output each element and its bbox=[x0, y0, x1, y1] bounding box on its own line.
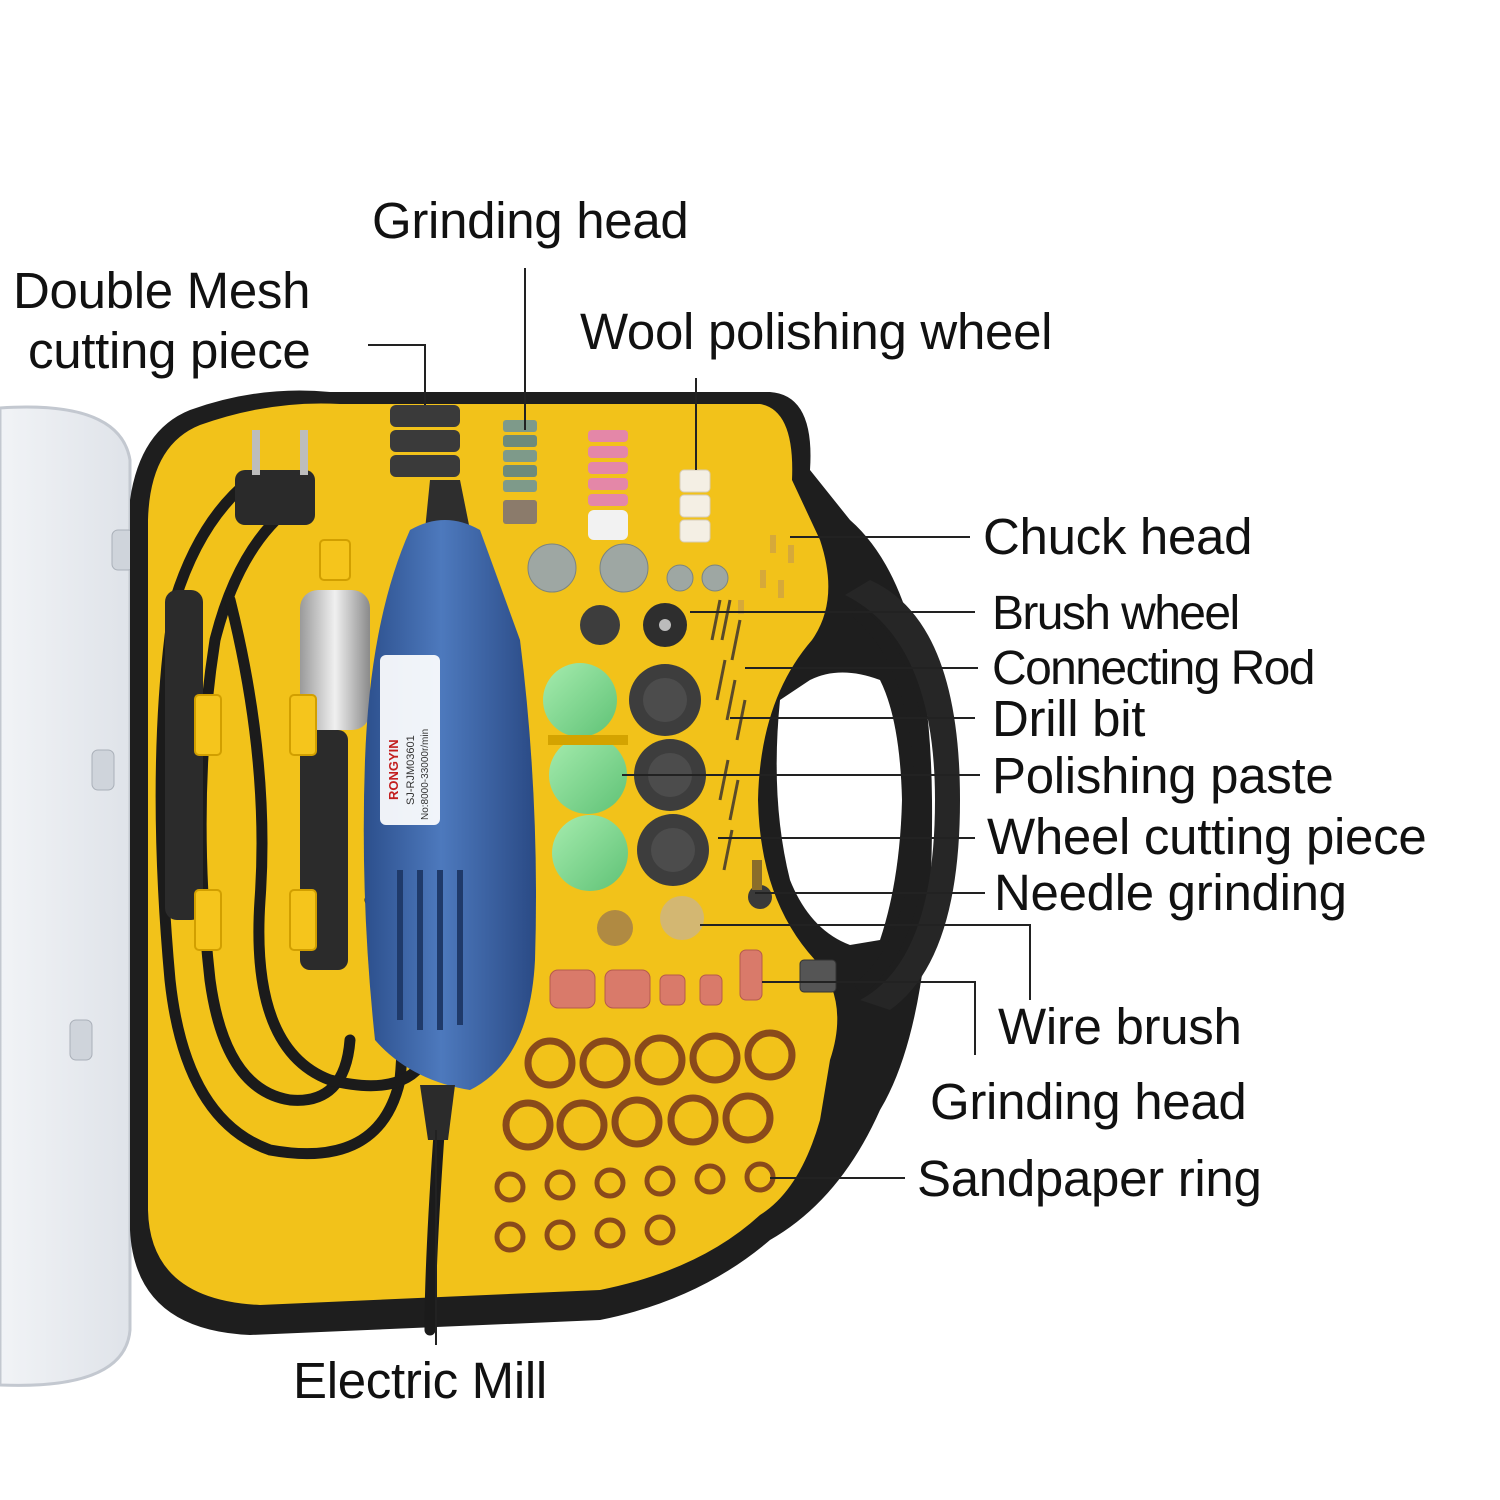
tool-model: SJ-RJM03601 bbox=[405, 735, 417, 805]
leader-wire-brush bbox=[700, 924, 1031, 1000]
label-drill-bit: Drill bit bbox=[992, 690, 1146, 747]
pink-stones bbox=[588, 430, 628, 540]
leader-lines bbox=[368, 268, 1031, 1345]
label-wool-polishing-wheel: Wool polishing wheel bbox=[580, 303, 1053, 360]
label-double-mesh-line2: cutting piece bbox=[28, 322, 311, 379]
label-sandpaper-ring: Sandpaper ring bbox=[917, 1150, 1262, 1207]
tool-speed: No:8000-33000r/min bbox=[420, 729, 431, 820]
label-brush-wheel: Brush wheel bbox=[992, 587, 1240, 640]
label-chuck-head: Chuck head bbox=[983, 508, 1253, 565]
leader-grinding-head-bottom bbox=[762, 981, 976, 1055]
power-plug bbox=[235, 430, 315, 525]
label-electric-mill: Electric Mill bbox=[293, 1352, 547, 1409]
label-wheel-cutting-piece: Wheel cutting piece bbox=[987, 808, 1427, 865]
label-needle-grinding: Needle grinding bbox=[994, 864, 1347, 921]
rotary-tool: RONGYIN SJ-RJM03601 No:8000-33000r/min bbox=[363, 480, 536, 1140]
wire-brushes bbox=[597, 860, 772, 946]
grinding-heads-bottom bbox=[549, 949, 837, 1009]
tool-brand: RONGYIN bbox=[386, 739, 401, 800]
wool-wheels bbox=[679, 469, 711, 543]
label-connecting-rod: Connecting Rod bbox=[992, 642, 1315, 695]
grinding-heads-top bbox=[503, 420, 537, 524]
double-mesh-pieces bbox=[390, 405, 460, 477]
drill-bits bbox=[710, 599, 747, 871]
cable-clips bbox=[194, 539, 351, 951]
grey-stones bbox=[527, 543, 729, 593]
case-lid bbox=[0, 405, 135, 1387]
chuck-pieces bbox=[738, 535, 794, 614]
label-polishing-paste: Polishing paste bbox=[992, 747, 1334, 804]
label-grinding-head-bottom: Grinding head bbox=[930, 1073, 1247, 1130]
leader-double-mesh bbox=[368, 344, 426, 405]
polishing-paste-jars bbox=[543, 663, 628, 891]
label-wire-brush: Wire brush bbox=[998, 998, 1242, 1055]
brush-wheels bbox=[580, 603, 687, 647]
label-grinding-head-top: Grinding head bbox=[372, 192, 689, 249]
sandpaper-rings bbox=[494, 1029, 796, 1253]
label-double-mesh: Double Mesh bbox=[13, 262, 311, 319]
